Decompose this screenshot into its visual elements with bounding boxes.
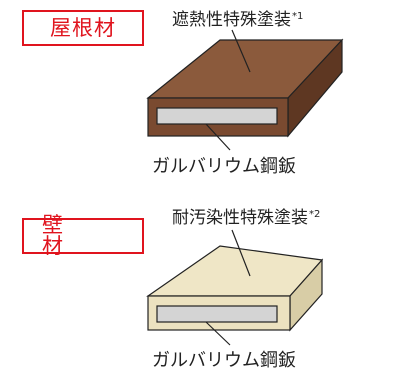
roof-panel-core — [156, 107, 278, 125]
wall-panel-core — [156, 305, 278, 323]
roof-coating-label: 遮熱性特殊塗装*1 — [172, 12, 303, 29]
wall-core-leader — [205, 321, 231, 346]
roof-panel — [146, 29, 344, 151]
wall-panel — [146, 229, 324, 346]
wall-coating-text: 耐汚染性特殊塗装 — [172, 208, 308, 228]
wall-coating-note: *2 — [309, 209, 321, 220]
roof-material-tag: 屋根材 — [22, 10, 144, 46]
wall-core-label: ガルバリウム鋼鈑 — [152, 350, 296, 371]
roof-core-leader — [205, 123, 231, 151]
wall-coating-leader — [231, 229, 251, 277]
wall-coating-label: 耐汚染性特殊塗装*2 — [172, 210, 320, 227]
roof-coating-leader — [231, 29, 251, 73]
roof-core-label: ガルバリウム鋼鈑 — [152, 156, 296, 177]
roof-coating-text: 遮熱性特殊塗装 — [172, 10, 291, 30]
roof-coating-note: *1 — [292, 11, 304, 22]
wall-material-tag: 壁 材 — [22, 215, 144, 257]
